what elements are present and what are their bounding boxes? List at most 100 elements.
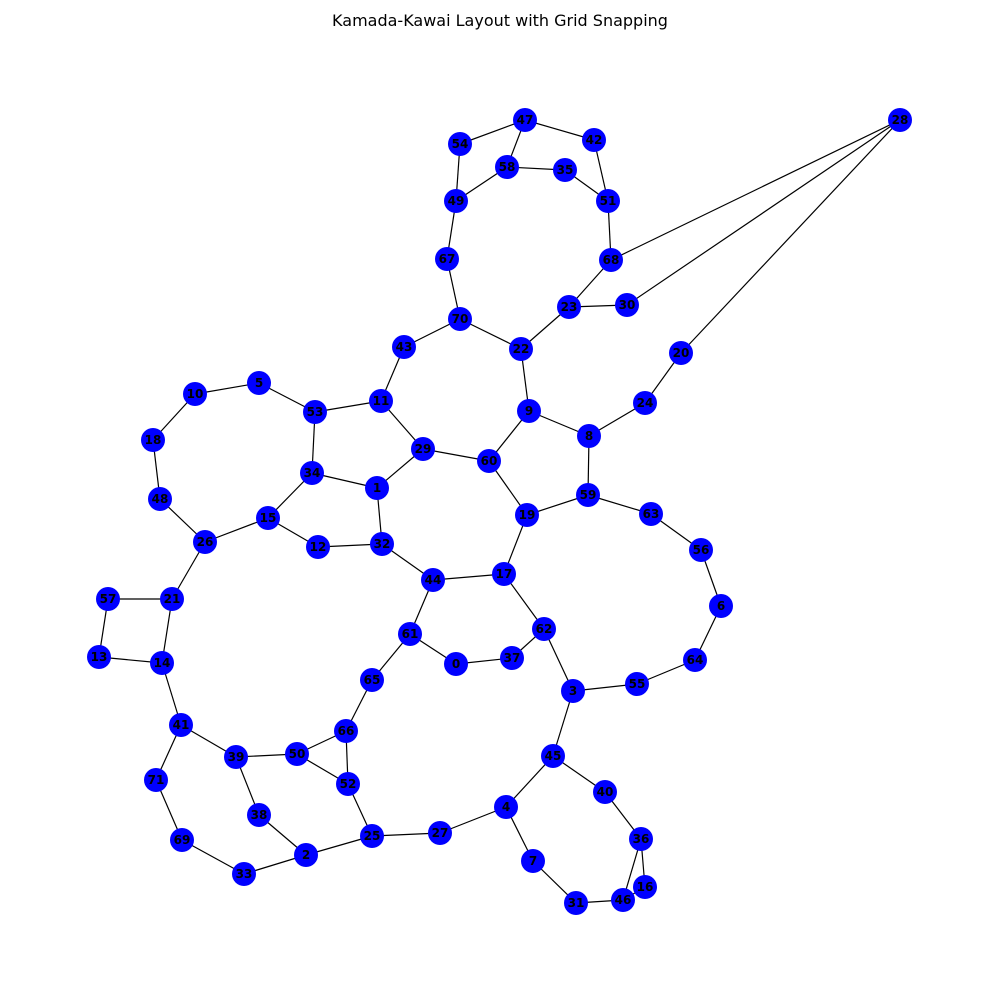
node-label: 52: [340, 777, 357, 791]
node-circle: [709, 594, 733, 618]
node-circle: [541, 744, 565, 768]
node-circle: [633, 875, 657, 899]
node-52: 52: [336, 772, 360, 796]
node-circle: [477, 449, 501, 473]
node-8: 8: [577, 424, 601, 448]
node-label: 26: [197, 535, 214, 549]
node-label: 14: [154, 656, 171, 670]
node-label: 13: [91, 650, 108, 664]
node-64: 64: [683, 648, 707, 672]
node-circle: [564, 891, 588, 915]
node-label: 65: [364, 673, 381, 687]
node-46: 46: [611, 888, 635, 912]
node-66: 66: [334, 719, 358, 743]
node-9: 9: [517, 399, 541, 423]
node-label: 42: [586, 133, 603, 147]
node-circle: [144, 768, 168, 792]
node-label: 48: [152, 492, 169, 506]
node-label: 46: [615, 893, 632, 907]
node-circle: [683, 648, 707, 672]
node-label: 27: [432, 826, 449, 840]
node-label: 62: [536, 622, 553, 636]
edge-28-30: [626, 119, 901, 306]
node-circle: [521, 849, 545, 873]
node-label: 34: [304, 466, 321, 480]
node-circle: [444, 652, 468, 676]
node-circle: [411, 437, 435, 461]
node-label: 55: [629, 677, 646, 691]
node-circle: [553, 158, 577, 182]
chart-title: Kamada-Kawai Layout with Grid Snapping: [332, 11, 668, 30]
node-circle: [421, 568, 445, 592]
node-circle: [360, 668, 384, 692]
edge-68-28: [610, 119, 901, 261]
node-43: 43: [392, 335, 416, 359]
node-label: 15: [260, 511, 277, 525]
node-circle: [582, 128, 606, 152]
node-28: 28: [888, 108, 912, 132]
node-44: 44: [421, 568, 445, 592]
node-63: 63: [639, 502, 663, 526]
node-label: 71: [148, 773, 165, 787]
node-circle: [615, 293, 639, 317]
node-circle: [495, 155, 519, 179]
node-label: 22: [513, 342, 530, 356]
edge-28-20: [680, 119, 901, 354]
node-label: 21: [164, 592, 181, 606]
node-67: 67: [435, 247, 459, 271]
node-circle: [428, 821, 452, 845]
node-label: 68: [603, 253, 620, 267]
node-55: 55: [625, 672, 649, 696]
node-circle: [370, 532, 394, 556]
node-label: 41: [173, 718, 190, 732]
node-label: 23: [561, 300, 578, 314]
node-circle: [509, 337, 533, 361]
node-10: 10: [183, 382, 207, 406]
node-label: 24: [637, 396, 654, 410]
node-label: 20: [673, 346, 690, 360]
node-label: 49: [448, 194, 465, 208]
node-31: 31: [564, 891, 588, 915]
node-57: 57: [96, 587, 120, 611]
node-65: 65: [360, 668, 384, 692]
node-label: 17: [496, 567, 513, 581]
node-label: 30: [619, 298, 636, 312]
node-label: 63: [643, 507, 660, 521]
node-label: 6: [717, 599, 725, 613]
node-label: 11: [373, 394, 390, 408]
node-label: 3: [569, 684, 577, 698]
node-circle: [183, 382, 207, 406]
node-label: 28: [892, 113, 909, 127]
node-circle: [141, 428, 165, 452]
node-47: 47: [513, 108, 537, 132]
node-48: 48: [148, 487, 172, 511]
node-circle: [611, 888, 635, 912]
node-label: 53: [307, 405, 324, 419]
node-58: 58: [495, 155, 519, 179]
node-68: 68: [599, 248, 623, 272]
node-label: 36: [633, 832, 650, 846]
node-label: 0: [452, 657, 460, 671]
node-34: 34: [300, 461, 324, 485]
node-label: 25: [364, 829, 381, 843]
node-circle: [224, 745, 248, 769]
node-circle: [334, 719, 358, 743]
node-11: 11: [369, 389, 393, 413]
node-51: 51: [596, 189, 620, 213]
node-label: 5: [255, 376, 263, 390]
node-2: 2: [294, 843, 318, 867]
node-29: 29: [411, 437, 435, 461]
node-54: 54: [448, 132, 472, 156]
node-label: 57: [100, 592, 117, 606]
node-21: 21: [160, 587, 184, 611]
node-circle: [369, 389, 393, 413]
node-3: 3: [561, 679, 585, 703]
node-49: 49: [444, 189, 468, 213]
node-circle: [247, 371, 271, 395]
node-12: 12: [306, 535, 330, 559]
node-circle: [435, 247, 459, 271]
node-label: 44: [425, 573, 442, 587]
node-16: 16: [633, 875, 657, 899]
node-circle: [593, 780, 617, 804]
node-circle: [232, 862, 256, 886]
